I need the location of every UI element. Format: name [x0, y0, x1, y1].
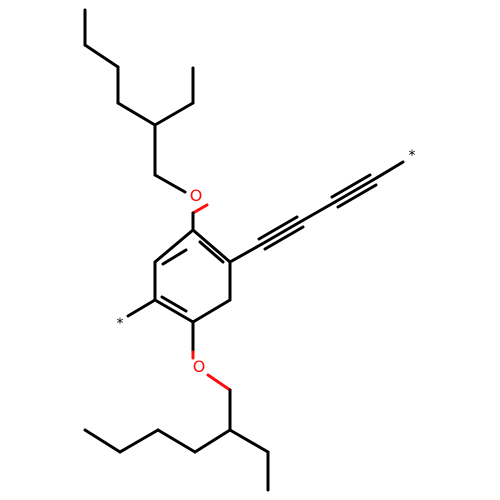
ring-double-inner: [198, 240, 225, 264]
bond: [116, 101, 157, 127]
oxygen-top-label: O: [190, 186, 203, 205]
bond-attach-left: [126, 298, 157, 318]
bond-chain-bottom: [83, 428, 122, 454]
bond-ethyl-branch-top: [153, 101, 195, 127]
bond-attach-right: [371, 160, 405, 182]
ring-bond: [191, 228, 232, 264]
bond-alkyne-link: [298, 200, 337, 224]
attachment-point-right: *: [409, 148, 416, 164]
bond: [193, 428, 232, 454]
triple-bond-b-outer: [336, 183, 378, 209]
triple-bond-b-center: [333, 178, 375, 204]
bond-oxygen-top: [191, 203, 209, 215]
triple-bond-a-outer: [263, 225, 305, 251]
bond: [228, 428, 270, 454]
bond: [156, 428, 197, 454]
bonds-layer: [83, 8, 405, 492]
bond-oxygen-bottom: [206, 373, 232, 392]
triple-bond-a-outer: [257, 215, 299, 241]
bond: [118, 428, 160, 454]
ring-double-inner: [161, 248, 188, 266]
ring-bond: [153, 228, 195, 264]
attachment-point-left: *: [117, 316, 124, 332]
bond: [153, 173, 187, 194]
triple-bond-b-outer: [330, 173, 372, 199]
ring-double-inner: [160, 295, 188, 313]
bond-to-alkyne: [228, 242, 264, 264]
bond: [83, 43, 120, 69]
triple-bond-a-center: [260, 220, 302, 246]
labels-layer: O O * *: [117, 148, 416, 376]
ring-bond: [153, 298, 195, 324]
oxygen-bottom-label: O: [193, 357, 206, 376]
ring-bond: [191, 298, 232, 324]
